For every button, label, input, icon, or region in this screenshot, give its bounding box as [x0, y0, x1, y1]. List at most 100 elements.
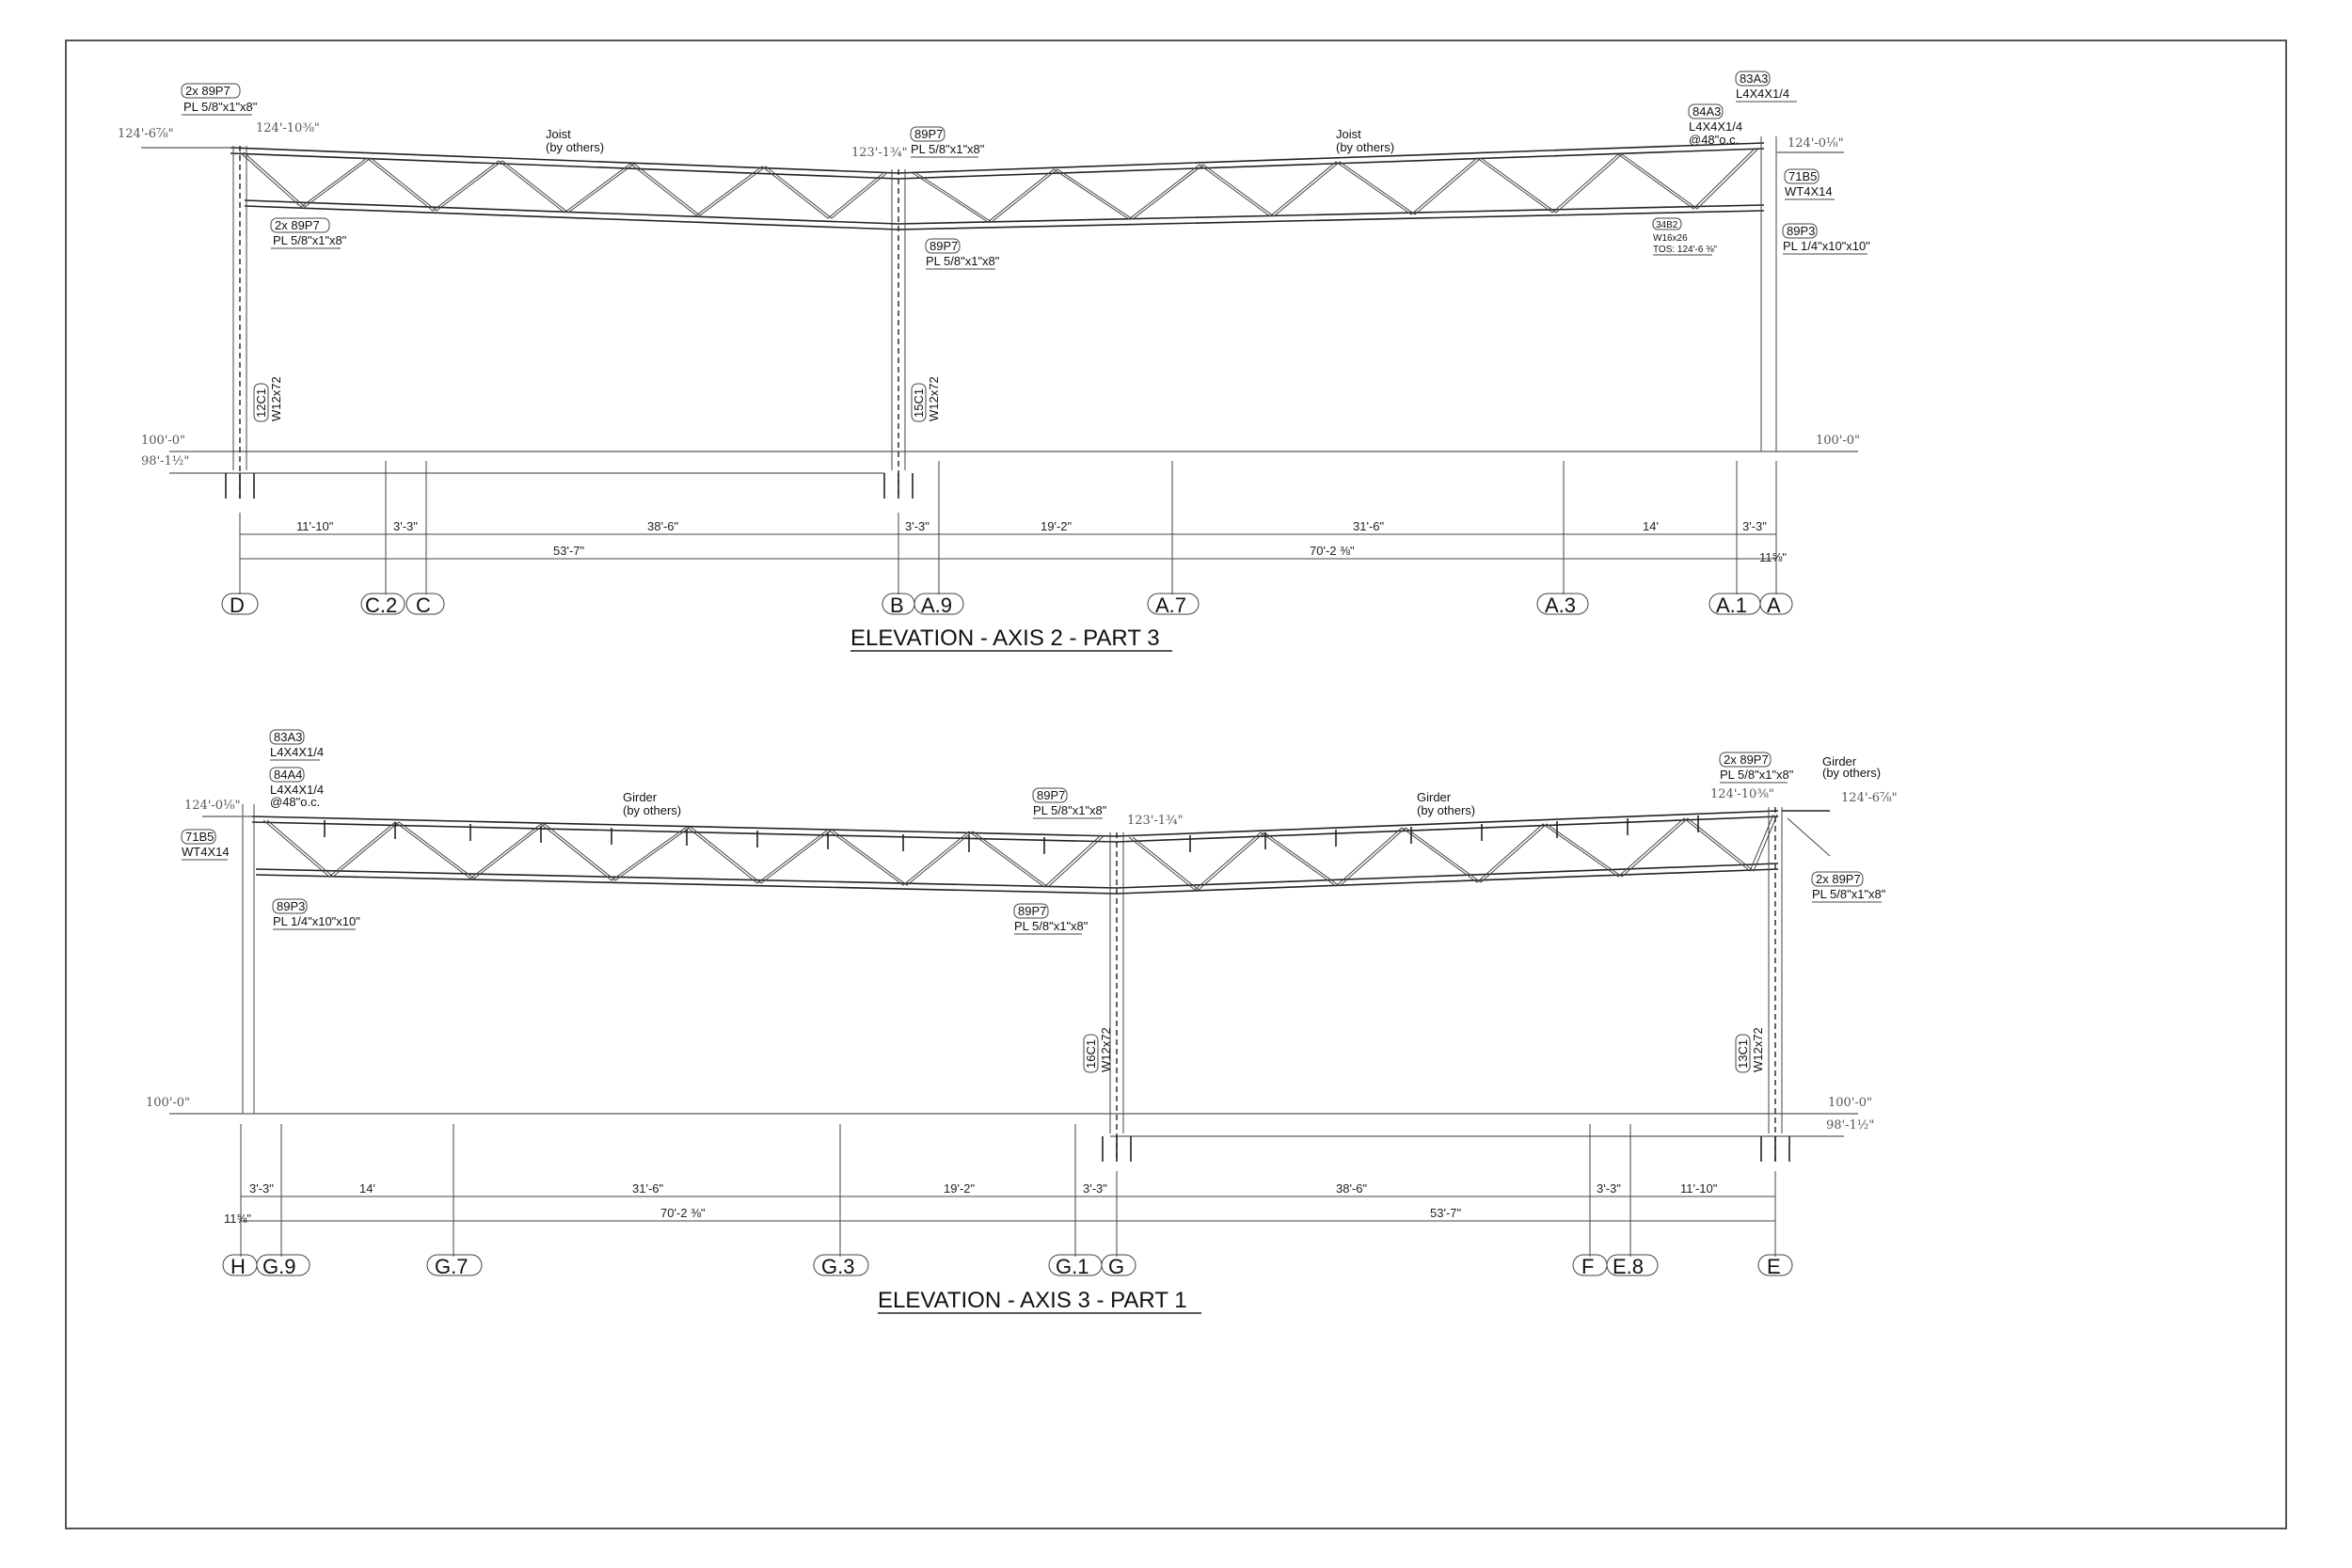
svg-text:A: A: [1767, 594, 1781, 617]
callout: 89P3 PL 1/4"x10"x10": [272, 898, 360, 930]
elevation-mark: 124'-10⅜": [1710, 787, 1774, 801]
grid-bubble: A: [1759, 593, 1793, 617]
grid-bubble: A.7: [1147, 593, 1200, 617]
svg-text:W16x26: W16x26: [1653, 233, 1688, 244]
callout: 84A3 L4X4X1/4 @48"o.c.: [1688, 103, 1742, 147]
dimension-text: 11'-10": [296, 519, 334, 533]
grid-bubble: G.1: [1048, 1254, 1103, 1278]
grid-bubble: G: [1101, 1254, 1136, 1278]
dimension-text: 19'-2": [1041, 519, 1073, 533]
svg-text:PL 5/8"x1"x8": PL 5/8"x1"x8": [1033, 803, 1107, 817]
grid-bubble: D: [221, 593, 259, 617]
member-label: Girder: [1822, 754, 1857, 768]
svg-text:G.7: G.7: [435, 1255, 468, 1278]
svg-text:71B5: 71B5: [185, 830, 214, 844]
callout: 83A3 L4X4X1/4: [269, 729, 324, 761]
elevation-mark: 100'-0": [141, 434, 185, 448]
member-label-sub: (by others): [1336, 140, 1394, 154]
truss-top-chord-inner: [230, 148, 1765, 180]
dimension-text: 70'-2 ⅜": [660, 1206, 706, 1220]
truss-web-right-b: [1132, 814, 1778, 891]
truss-top-chord: [230, 142, 1765, 174]
truss-web-right-b: [915, 148, 1759, 223]
truss-bottom-chord-inner: [255, 868, 1779, 895]
svg-text:89P3: 89P3: [277, 899, 305, 913]
svg-text:34B2: 34B2: [1656, 220, 1678, 230]
truss-web-left: [239, 151, 885, 219]
svg-text:W12x72: W12x72: [927, 376, 941, 421]
member-label-sub: (by others): [546, 140, 604, 154]
callout: 2x 89P7 PL 5/8"x1"x8": [1719, 752, 1794, 784]
member-label-sub: (by others): [1417, 803, 1475, 817]
elevation-mark: 124'-10⅜": [256, 121, 320, 135]
svg-text:E: E: [1767, 1255, 1781, 1278]
grid-bubble: B: [882, 593, 915, 617]
column-tag: 16C1 W12x72: [1083, 1027, 1113, 1073]
callout: 2x 89P7 PL 5/8"x1"x8": [1811, 871, 1886, 903]
member-label: Joist: [546, 127, 571, 141]
dimension-text: 11⅝": [224, 1212, 251, 1226]
svg-text:2x 89P7: 2x 89P7: [185, 84, 230, 98]
dimension-text: 3'-3": [249, 1181, 274, 1196]
svg-text:15C1: 15C1: [912, 388, 926, 418]
svg-text:89P7: 89P7: [930, 239, 958, 253]
svg-text:@48"o.c.: @48"o.c.: [1689, 133, 1739, 147]
svg-text:A.9: A.9: [921, 594, 952, 617]
dimension-text: 38'-6": [1336, 1181, 1368, 1196]
truss-web-left-b: [243, 151, 889, 219]
grid-bubble: E: [1757, 1254, 1793, 1278]
svg-text:83A3: 83A3: [1740, 71, 1768, 86]
svg-text:PL 5/8"x1"x8": PL 5/8"x1"x8": [911, 142, 985, 156]
member-label: Girder: [1417, 790, 1452, 804]
svg-text:83A3: 83A3: [274, 730, 302, 744]
elevation-title: ELEVATION - AXIS 3 - PART 1: [878, 1288, 1187, 1313]
dimension-text: 38'-6": [647, 519, 679, 533]
callout: 71B5 WT4X14: [1784, 168, 1835, 200]
svg-text:PL 1/4"x10"x10": PL 1/4"x10"x10": [1783, 239, 1870, 253]
anchor-bolts-g: [1102, 1136, 1132, 1162]
grid-bubble: A.3: [1536, 593, 1589, 617]
svg-text:L4X4X1/4: L4X4X1/4: [270, 745, 324, 759]
svg-text:H: H: [230, 1255, 246, 1278]
svg-text:F: F: [1581, 1255, 1594, 1278]
elevation-mark: 100'-0": [146, 1096, 190, 1110]
callout: 89P7 PL 5/8"x1"x8": [1032, 787, 1107, 819]
svg-text:G: G: [1108, 1255, 1124, 1278]
dimension-text: 11⅝": [1759, 550, 1787, 564]
svg-text:PL 5/8"x1"x8": PL 5/8"x1"x8": [1812, 887, 1886, 901]
anchor-bolts-d: [225, 473, 255, 499]
svg-text:E.8: E.8: [1613, 1255, 1644, 1278]
svg-text:71B5: 71B5: [1788, 169, 1817, 183]
callout: 89P7 PL 5/8"x1"x8": [1013, 903, 1089, 935]
svg-text:WT4X14: WT4X14: [182, 845, 230, 859]
grid-bubble: A.9: [914, 593, 964, 617]
elevation-mark: 100'-0": [1816, 434, 1860, 448]
dimension-text: 14': [359, 1181, 375, 1196]
svg-text:W12x72: W12x72: [1099, 1027, 1113, 1072]
dimension-text: 31'-6": [1353, 519, 1385, 533]
column-tag: 12C1 W12x72: [253, 376, 283, 422]
svg-text:G.9: G.9: [262, 1255, 295, 1278]
elevation-axis2-part3: Joist (by others) Joist (by others) 124'…: [118, 71, 1870, 652]
callout: 34B2 W16x26 TOS: 124'-6 ⅜": [1652, 217, 1718, 256]
dimension-text: 19'-2": [944, 1181, 976, 1196]
svg-text:A.1: A.1: [1716, 594, 1747, 617]
dimension-text: 53'-7": [1430, 1206, 1462, 1220]
callout: 84A4 L4X4X1/4 @48"o.c.: [269, 767, 324, 809]
svg-text:89P7: 89P7: [1018, 904, 1046, 918]
callout: 2x 89P7 PL 5/8"x1"x8": [181, 83, 258, 116]
grid-bubble: G.7: [426, 1254, 483, 1278]
dimension-text: 3'-3": [393, 519, 418, 533]
grid-bubble: C: [405, 593, 445, 617]
anchor-bolts-b: [883, 473, 914, 499]
grid-lines: [239, 461, 1777, 594]
dimension-text: 11'-10": [1680, 1181, 1718, 1196]
truss-bottom-chord: [255, 863, 1779, 889]
grid-lines: [240, 1124, 1776, 1257]
svg-text:L4X4X1/4: L4X4X1/4: [270, 783, 324, 797]
column-tag: 13C1 W12x72: [1735, 1027, 1765, 1073]
callout: 89P7 PL 5/8"x1"x8": [910, 126, 985, 158]
sheet-border: [65, 40, 2287, 1529]
elevation-mark: 124'-0⅛": [184, 799, 241, 813]
svg-text:2x 89P7: 2x 89P7: [1724, 752, 1769, 767]
